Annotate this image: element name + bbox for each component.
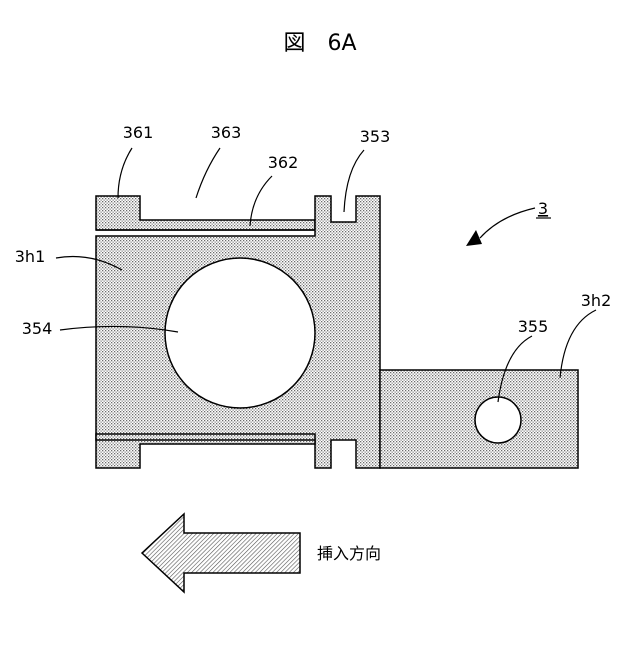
hole-355: [475, 397, 521, 443]
label-362: 362: [268, 153, 299, 172]
label-353: 353: [360, 127, 391, 146]
label-355: 355: [518, 317, 549, 336]
leader-3: [480, 208, 535, 238]
label-354: 354: [22, 319, 53, 338]
leader-363: [196, 148, 220, 198]
leader-3h2: [560, 310, 596, 378]
hole-354: [165, 258, 315, 408]
leader-362: [250, 176, 272, 226]
leader-361: [118, 148, 132, 198]
label-3h1: 3h1: [15, 247, 46, 266]
lower-arm: [96, 434, 315, 468]
label-363: 363: [211, 123, 242, 142]
part-ref-3: 3: [538, 199, 548, 218]
label-361: 361: [123, 123, 154, 142]
part-3-arrowhead: [466, 230, 482, 246]
insertion-direction-arrow: [142, 514, 300, 592]
upper-arm-361: [96, 196, 315, 230]
figure-title: 図 6A: [283, 31, 356, 56]
label-3h2: 3h2: [581, 291, 612, 310]
insertion-direction-label: 挿入方向: [317, 544, 381, 563]
